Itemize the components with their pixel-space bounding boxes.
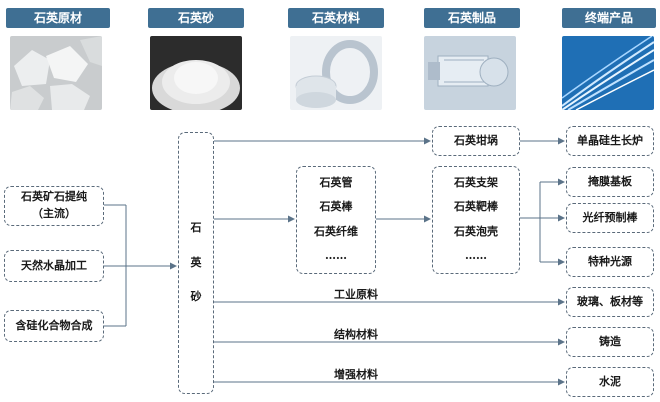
branch-label-reinforcing: 增强材料	[334, 368, 378, 381]
terminal-special-light: 特种光源	[566, 247, 654, 277]
terminal-cement: 水泥	[566, 367, 654, 397]
header-quartz-products: 石英制品	[424, 8, 520, 28]
product-crucible: 石英坩埚	[432, 126, 520, 156]
quartz-sand-node: 石 英 砂	[178, 132, 214, 394]
quartz-sand-photo	[150, 36, 242, 110]
center-char-3: 砂	[190, 290, 202, 304]
terminal-glass-board: 玻璃、板材等	[566, 287, 654, 317]
branch-label-industrial: 工业原料	[334, 288, 378, 301]
source-natural-crystal: 天然水晶加工	[4, 250, 104, 282]
quartz-products-node: 石英支架 石英靶棒 石英泡壳 ……	[432, 166, 520, 274]
terminal-mask-substrate: 掩膜基板	[566, 167, 654, 197]
header-terminal-products: 终端产品	[562, 8, 656, 28]
material-fiber: 石英纤维	[314, 224, 358, 238]
header-raw-quartz: 石英原材	[6, 8, 110, 28]
raw-quartz-photo	[10, 36, 102, 110]
quartz-products-photo	[424, 36, 516, 110]
material-ellipsis: ……	[325, 248, 347, 262]
optical-fiber-photo	[562, 36, 654, 110]
branch-label-structural: 结构材料	[334, 328, 378, 341]
center-char-2: 英	[190, 255, 202, 269]
source-ore-purification: 石英矿石提纯 （主流）	[4, 186, 104, 226]
product-target-rod: 石英靶棒	[454, 200, 498, 214]
material-rod: 石英棒	[319, 200, 353, 214]
quartz-material-photo	[290, 36, 382, 110]
terminal-casting: 铸造	[566, 327, 654, 357]
terminal-fiber-preform: 光纤预制棒	[566, 203, 654, 233]
material-tube: 石英管	[319, 176, 353, 190]
source-mainstream-label: （主流）	[32, 207, 76, 221]
quartz-materials-node: 石英管 石英棒 石英纤维 ……	[296, 166, 376, 274]
source-silicon-compound: 含硅化合物合成	[4, 310, 104, 342]
product-ellipsis: ……	[465, 248, 487, 262]
center-char-1: 石	[190, 220, 202, 234]
product-bulb-shell: 石英泡壳	[454, 224, 498, 238]
header-quartz-sand: 石英砂	[148, 8, 244, 28]
product-bracket: 石英支架	[454, 176, 498, 190]
terminal-crystal-furnace: 单晶硅生长炉	[566, 126, 654, 156]
header-quartz-material: 石英材料	[288, 8, 384, 28]
source-ore-label: 石英矿石提纯	[21, 189, 87, 203]
